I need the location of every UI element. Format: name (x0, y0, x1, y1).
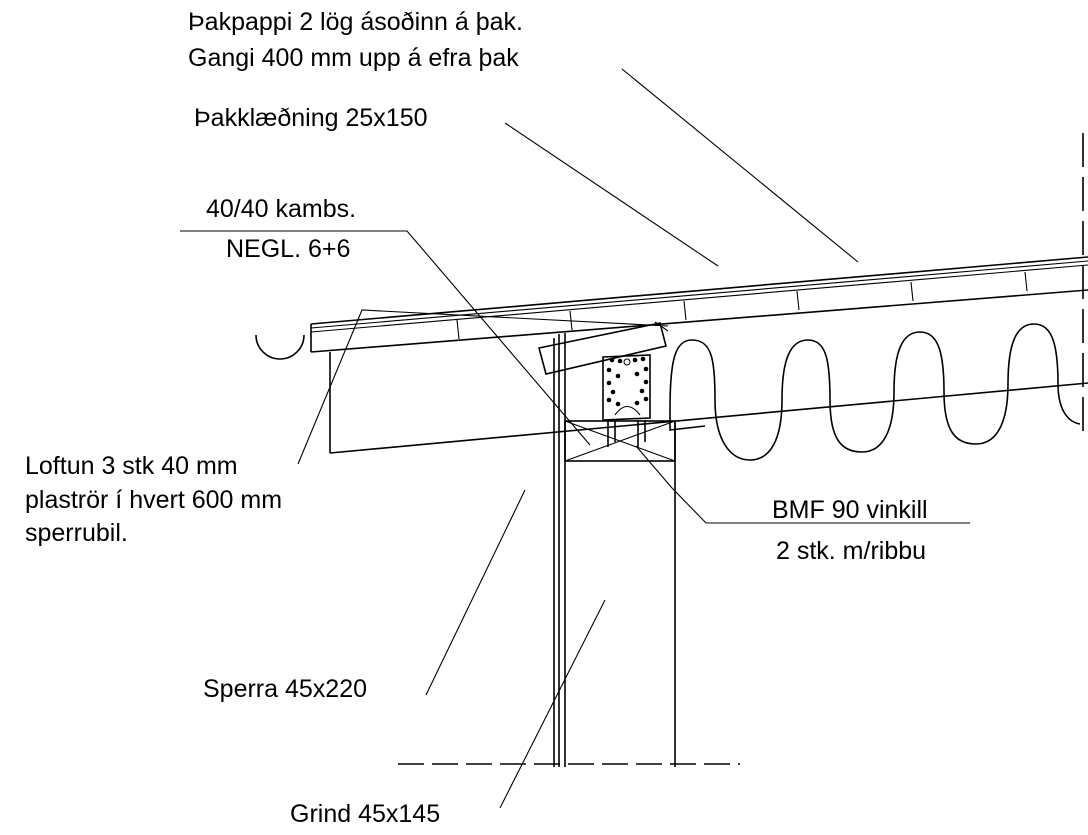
bmf-bracket-icon (602, 354, 651, 447)
insulation (669, 323, 1081, 461)
label-ridge-batten-line2: NEGL. 6+6 (226, 235, 350, 263)
gutter-icon (255, 334, 305, 360)
label-frame: Grind 45x145 (290, 800, 440, 828)
wall-plate (564, 420, 676, 462)
label-ventilation-line2: plaströr í hvert 600 mm (25, 486, 282, 514)
vent-pipe (538, 321, 669, 375)
stud (553, 333, 676, 767)
label-roof-boarding: Þakklæðning 25x150 (194, 104, 428, 132)
roof-layers (310, 256, 1088, 353)
label-roofing-felt-line1: Þakpappi 2 lög ásoðinn á þak. (188, 8, 523, 36)
label-ventilation-line1: Loftun 3 stk 40 mm (25, 452, 238, 480)
label-roofing-felt-line2: Gangi 400 mm upp á efra þak (188, 44, 519, 72)
label-angle-bracket-line2: 2 stk. m/ribbu (776, 537, 926, 565)
leader-lines (180, 68, 970, 809)
label-ridge-batten-line1: 40/40 kambs. (206, 195, 356, 223)
rafter (329, 352, 1088, 454)
label-rafter: Sperra 45x220 (203, 675, 367, 703)
label-ventilation-line3: sperrubil. (25, 519, 128, 547)
label-angle-bracket-line1: BMF 90 vinkill (772, 496, 928, 524)
